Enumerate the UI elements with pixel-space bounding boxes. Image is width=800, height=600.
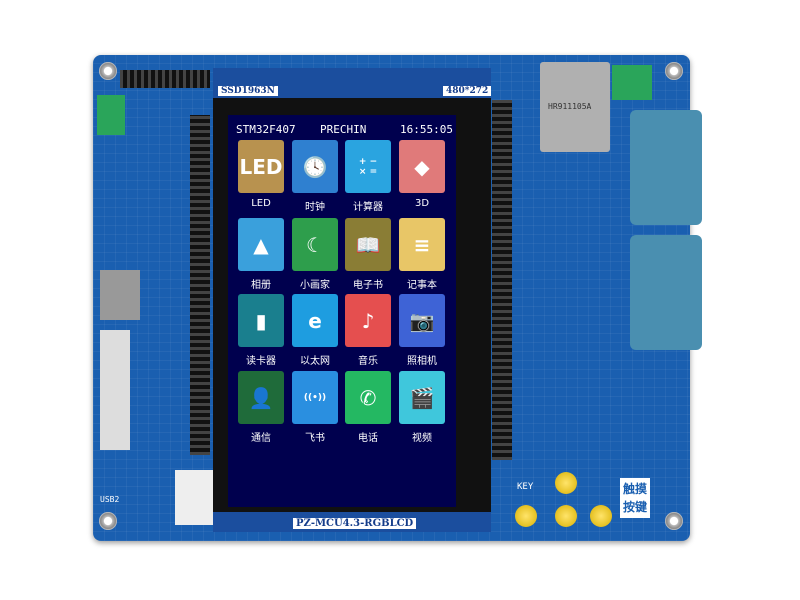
app-label: 小画家 [300, 280, 330, 291]
app-card-reader[interactable]: ▮ [238, 294, 284, 347]
app-camera[interactable]: 📷 [399, 294, 445, 347]
app-label: 3D [414, 198, 430, 209]
paint-palette-icon: ☾ [306, 232, 324, 257]
app-label: LED [251, 198, 271, 209]
mounting-hole [99, 512, 117, 530]
app-label: 通信 [251, 433, 271, 444]
card-reader-icon: ▮ [255, 308, 267, 333]
touch-key-label: 触摸按键 [620, 478, 650, 518]
app-label: 照相机 [407, 356, 437, 367]
mounting-hole [665, 512, 683, 530]
serial-port [630, 235, 702, 350]
usb-label: USB2 [100, 495, 120, 504]
led-icon: LED [239, 154, 283, 179]
terminal-block [612, 65, 652, 100]
phone-icon: ✆ [359, 385, 377, 410]
clock-icon: 🕓 [302, 154, 328, 179]
app-label: 以太网 [300, 356, 330, 367]
app-contacts[interactable]: 👤 [238, 371, 284, 424]
app-ebook[interactable]: 📖 [345, 218, 391, 271]
ethernet-label: HR911105A [548, 102, 592, 111]
app-led[interactable]: LED [238, 140, 284, 193]
app-label: 记事本 [407, 280, 437, 291]
key-label: KEY [517, 482, 534, 492]
music-icon: ♪ [361, 308, 375, 333]
mcu-label: STM32F407 [236, 123, 296, 136]
app-video[interactable]: 🎬 [399, 371, 445, 424]
key-button[interactable] [555, 505, 577, 527]
app-photo-album[interactable]: ▲ [238, 218, 284, 271]
calculator-icon: + − × = [358, 156, 378, 177]
photo-album-icon: ▲ [253, 232, 269, 257]
pin-header [492, 100, 512, 460]
app-label: 飞书 [305, 433, 325, 444]
ebook-icon: 📖 [355, 232, 381, 257]
terminal-block [97, 95, 125, 135]
resolution-label: 480*272 [443, 86, 492, 96]
app-label: 视频 [412, 433, 432, 444]
notepad-icon: ≡ [413, 232, 431, 257]
lcd-model-label: PZ-MCU4.3-RGBLCD [293, 518, 417, 529]
wireless-icon: ((•)) [303, 392, 327, 403]
app-notepad[interactable]: ≡ [399, 218, 445, 271]
app-paint-palette[interactable]: ☾ [292, 218, 338, 271]
camera-icon: 📷 [409, 308, 435, 333]
pin-header [120, 70, 210, 88]
app-label: 电子书 [353, 280, 383, 291]
app-cube[interactable]: ◆ [399, 140, 445, 193]
usb-connector [175, 470, 213, 525]
app-label: 电话 [358, 433, 378, 444]
clock-time: 16:55:05 [400, 123, 453, 136]
key-button[interactable] [515, 505, 537, 527]
ethernet-jack: HR911105A [540, 62, 610, 152]
app-label: 时钟 [305, 202, 325, 213]
app-wireless[interactable]: ((•)) [292, 371, 338, 424]
key-button[interactable] [590, 505, 612, 527]
mounting-hole [665, 62, 683, 80]
app-label: 计算器 [353, 202, 383, 213]
jtag-connector [100, 330, 130, 450]
driver-label: SSD1963N [218, 86, 278, 96]
pin-header [190, 115, 210, 455]
app-clock[interactable]: 🕓 [292, 140, 338, 193]
ethernet-icon: e [308, 308, 322, 333]
brand-label: PRECHIN [320, 123, 367, 136]
app-music[interactable]: ♪ [345, 294, 391, 347]
app-label: 音乐 [358, 356, 378, 367]
app-label: 读卡器 [246, 356, 276, 367]
mounting-hole [99, 62, 117, 80]
sd-card-slot [100, 270, 140, 320]
app-label: 相册 [251, 280, 271, 291]
video-icon: 🎬 [409, 385, 435, 410]
key-button[interactable] [555, 472, 577, 494]
serial-port [630, 110, 702, 225]
cube-icon: ◆ [414, 154, 430, 179]
app-ethernet[interactable]: e [292, 294, 338, 347]
contacts-icon: 👤 [248, 385, 274, 410]
app-calculator[interactable]: + − × = [345, 140, 391, 193]
app-phone[interactable]: ✆ [345, 371, 391, 424]
lcd-screen: STM32F407 PRECHIN 16:55:05 LED LED 🕓 时钟 + − … [228, 115, 456, 507]
